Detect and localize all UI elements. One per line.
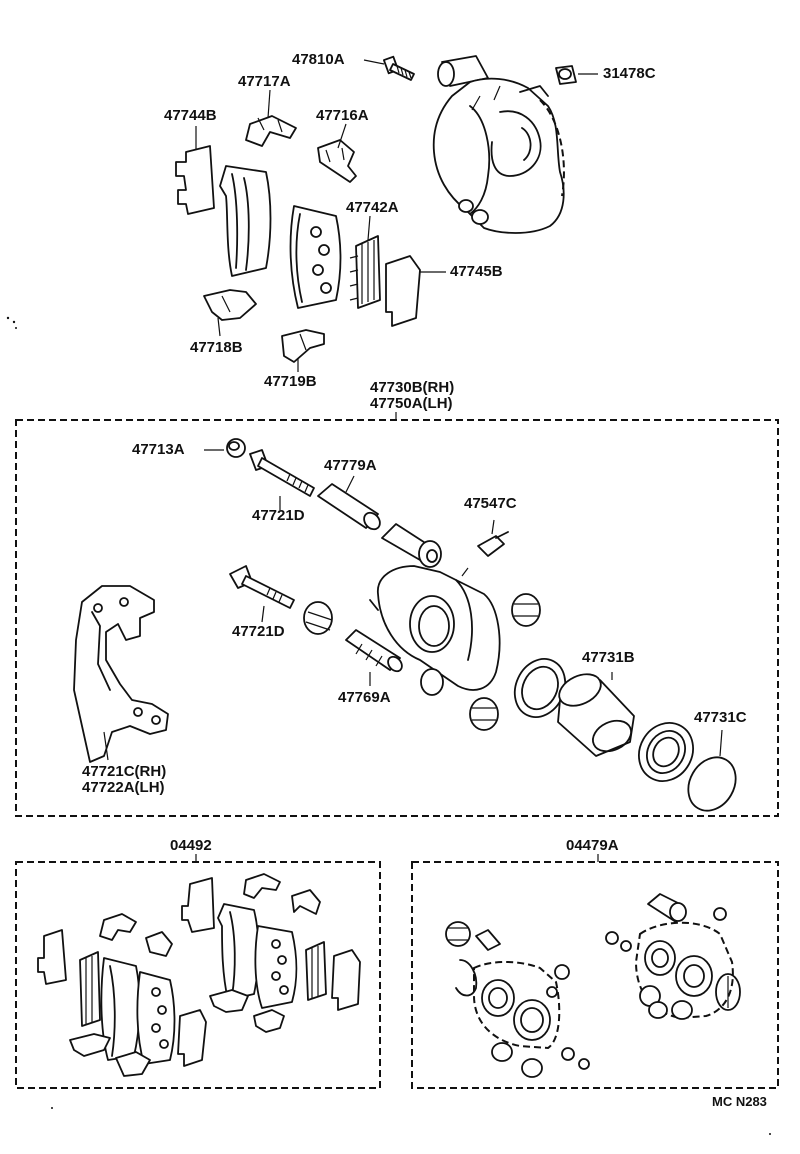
label-kit-04479A: 04479A bbox=[566, 837, 619, 854]
piston-boot bbox=[638, 722, 694, 782]
piston-seal bbox=[513, 658, 567, 718]
brake-pad-outer bbox=[219, 165, 272, 277]
clip-47718B bbox=[203, 289, 257, 321]
label-31478C: 31478C bbox=[603, 65, 656, 82]
diagram-code: MC N283 bbox=[712, 1094, 767, 1109]
label-47731C: 47731C bbox=[694, 709, 747, 726]
label-47731B: 47731B bbox=[582, 649, 635, 666]
seal-kit-parts-04479A bbox=[445, 893, 741, 1078]
clip-47719B bbox=[281, 329, 325, 363]
pad-kit-parts-04492 bbox=[37, 873, 361, 1077]
pad-kit-box-04492 bbox=[15, 861, 381, 1089]
label-47744B: 47744B bbox=[164, 107, 217, 124]
boot-cylinder bbox=[511, 593, 541, 627]
label-47721D-lower: 47721D bbox=[232, 623, 285, 640]
boot-dust bbox=[303, 601, 333, 635]
clip-47717A bbox=[245, 115, 297, 147]
boot-lower bbox=[469, 697, 499, 731]
pin-47779A bbox=[317, 475, 381, 531]
label-47742A: 47742A bbox=[346, 199, 399, 216]
brake-pad-inner bbox=[289, 205, 342, 309]
bolt-47721D-upper bbox=[249, 449, 315, 510]
label-47721D-upper: 47721D bbox=[252, 507, 305, 524]
label-47721C: 47721C(RH) bbox=[82, 763, 167, 780]
label-47719B: 47719B bbox=[264, 373, 317, 390]
mounting-bracket-47721C bbox=[73, 585, 169, 763]
shim-47745B bbox=[385, 255, 421, 327]
cap-31478C bbox=[555, 65, 577, 85]
bolt-47810A bbox=[383, 55, 415, 81]
sleeve-47769A bbox=[345, 629, 403, 686]
anti-squeal-shim-47742A bbox=[349, 235, 381, 309]
bolt-47721D-lower bbox=[229, 565, 295, 623]
label-kit-04492: 04492 bbox=[170, 837, 212, 854]
bleeder-47547C bbox=[477, 519, 509, 557]
label-47730B: 47730B(RH) bbox=[370, 379, 455, 396]
label-47718B: 47718B bbox=[190, 339, 243, 356]
label-47769A: 47769A bbox=[338, 689, 391, 706]
label-47717A: 47717A bbox=[238, 73, 291, 90]
piston-47731B bbox=[557, 672, 635, 757]
caliper-assembly-box bbox=[15, 419, 779, 817]
label-47750A: 47750A(LH) bbox=[370, 395, 453, 412]
label-47722A: 47722A(LH) bbox=[82, 779, 165, 796]
label-47779A: 47779A bbox=[324, 457, 377, 474]
caliper-body-top bbox=[432, 55, 565, 234]
label-47547C: 47547C bbox=[464, 495, 517, 512]
seal-kit-box-04479A bbox=[411, 861, 779, 1089]
label-47716A: 47716A bbox=[316, 107, 369, 124]
cap-47713A bbox=[204, 438, 246, 458]
clip-47716A bbox=[317, 139, 357, 183]
label-47713A: 47713A bbox=[132, 441, 185, 458]
label-47810A: 47810A bbox=[292, 51, 345, 68]
shim-47744B bbox=[175, 145, 215, 215]
leader-lines-top bbox=[195, 59, 598, 372]
set-ring-47731C bbox=[687, 729, 737, 812]
label-47745B: 47745B bbox=[450, 263, 503, 280]
caliper-cylinder-47730B bbox=[369, 523, 501, 696]
